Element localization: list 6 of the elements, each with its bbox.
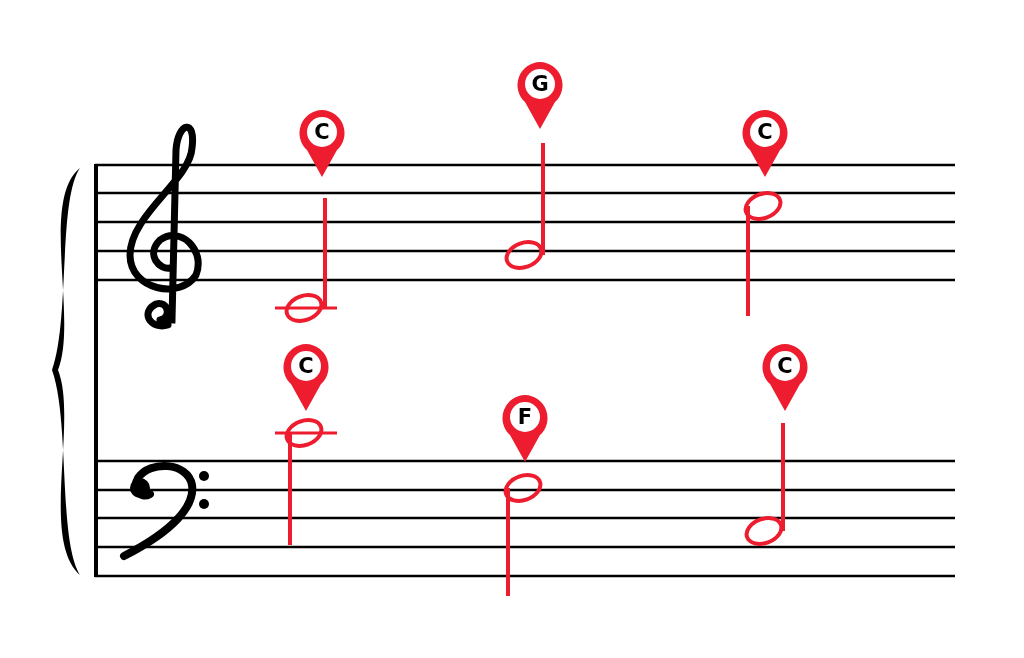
note-name: C — [776, 354, 794, 378]
note-name: C — [756, 120, 774, 144]
note-name: F — [516, 405, 534, 429]
note-name: C — [313, 120, 331, 144]
note-name: C — [297, 354, 315, 378]
note-name: G — [530, 72, 550, 96]
